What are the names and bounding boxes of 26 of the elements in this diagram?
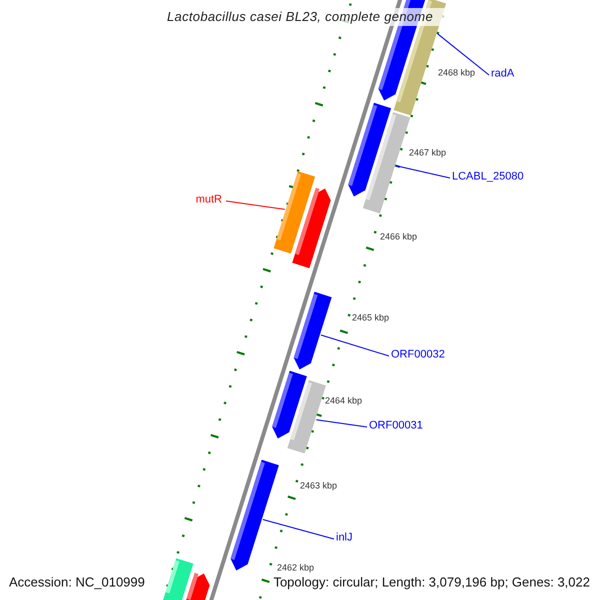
gene-label: inlJ [336,532,353,544]
gene-label: ORF00032 [391,348,445,362]
scale-label: 2468 kbp [438,68,476,78]
leader-line [396,165,450,178]
leader-line [437,33,490,76]
scale-label: 2465 kbp [352,312,390,324]
gene-feature-block [162,558,194,600]
gene-feature-block [230,460,279,570]
gene-feature-block [184,572,210,600]
scale-label: 2466 kbp [380,232,418,242]
gene-feature-block [292,188,331,268]
scale-label: 2462 kbp [277,562,314,574]
scale-label: 2464 kbp [325,396,362,406]
gene-label: ORF00031 [369,420,423,432]
leader-line [320,334,390,356]
scale-label: 2463 kbp [300,480,338,492]
leader-line [262,519,334,540]
gene-feature-block [294,292,332,370]
gene-label: mutR [196,194,222,206]
gene-feature-block [272,370,307,438]
gene-feature-block [348,102,392,196]
scale-label: 2467 kbp [409,148,446,158]
gene-label: LCABL_25080 [452,170,524,184]
leader-line [316,419,368,428]
leader-line [226,200,286,210]
gene-label: radA [491,68,514,80]
